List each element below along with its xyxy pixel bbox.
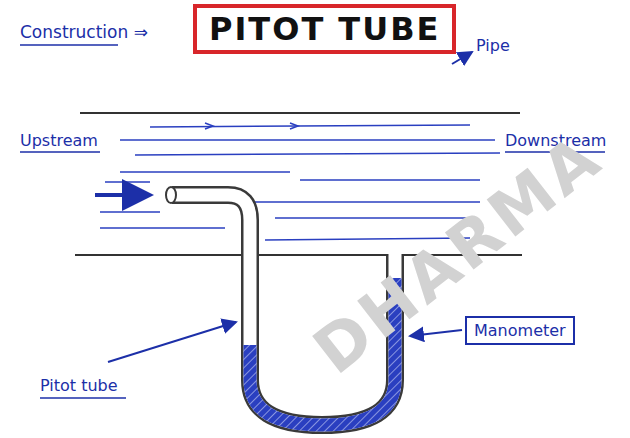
flow-arrow [95, 193, 150, 197]
pipe-wall [80, 112, 520, 114]
section-heading: Construction ⇒ [20, 22, 148, 42]
part-label: Upstream [20, 131, 98, 150]
callout-box: Manometer [465, 316, 575, 345]
part-label: Pitot tube [40, 376, 118, 395]
part-label: Pipe [476, 36, 510, 55]
box-text: Manometer [474, 321, 566, 340]
leader-line [108, 322, 236, 362]
watermark: DHARMA [300, 119, 616, 388]
tube-opening [166, 187, 176, 203]
title-box: PITOT TUBE [193, 4, 456, 54]
